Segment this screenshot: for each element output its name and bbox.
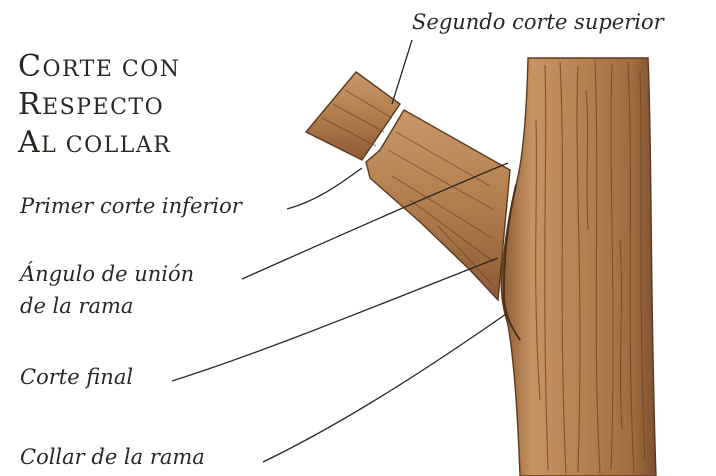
- tree-trunk: [500, 57, 657, 476]
- leader-lines: [171, 39, 509, 463]
- leader-angulo: [241, 162, 509, 280]
- branch-piece-upper: [304, 71, 401, 161]
- label-collar: Collar de la rama: [20, 445, 205, 469]
- leader-segundo-corte: [391, 39, 413, 105]
- label-corte-final: Corte final: [20, 365, 134, 389]
- title-line-1: CORTE CON: [18, 49, 181, 84]
- label-angulo-line-1: Ángulo de unión: [20, 262, 195, 286]
- leader-collar: [262, 313, 507, 463]
- title-line-3: AL COLLAR: [18, 125, 172, 160]
- label-segundo-corte: Segundo corte superior: [412, 10, 664, 34]
- leader-corte-final: [171, 257, 499, 382]
- label-primer-corte: Primer corte inferior: [20, 194, 242, 218]
- branch-piece-main: [365, 109, 511, 302]
- label-angulo-line-2: de la rama: [20, 294, 134, 318]
- title-line-2: RESPECTO: [18, 87, 165, 122]
- leader-primer-corte: [286, 167, 363, 210]
